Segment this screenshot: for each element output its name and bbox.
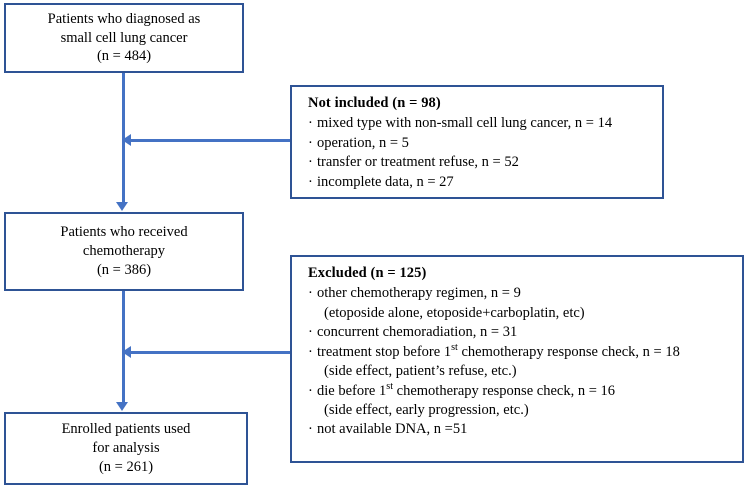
- node-chemotherapy-line1: Patients who received: [60, 224, 188, 241]
- bullet-dot-icon: ·: [308, 134, 313, 151]
- bullet-dot-icon: ·: [308, 421, 313, 438]
- bullet-dot-icon: ·: [308, 382, 313, 399]
- excluded-item-1-cont: (etoposide alone, etoposide+carboplatin,…: [324, 304, 585, 321]
- not-included-item-1: ·mixed type with non-small cell lung can…: [308, 114, 656, 133]
- node-not-included-header: Not included (n = 98): [308, 95, 441, 111]
- node-chemotherapy-line2: chemotherapy: [82, 243, 166, 260]
- connector-excluded-to-trunk: [131, 351, 291, 354]
- arrowhead-down-icon: [116, 402, 128, 411]
- node-enrolled-line1: Enrolled patients used: [61, 421, 191, 438]
- node-enrolled-count: (n = 261): [98, 458, 154, 475]
- node-not-included: Not included (n = 98) ·mixed type with n…: [290, 85, 664, 199]
- excluded-item-4-cont: (side effect, early progression, etc.): [324, 401, 529, 418]
- not-included-item-2: ·operation, n = 5: [308, 134, 656, 153]
- bullet-dot-icon: ·: [308, 115, 313, 132]
- bullet-dot-icon: ·: [308, 324, 313, 341]
- arrowhead-down-icon: [116, 202, 128, 211]
- excluded-item-2: ·concurrent chemoradiation, n = 31: [308, 323, 736, 342]
- bullet-dot-icon: ·: [308, 154, 313, 171]
- node-excluded-header: Excluded (n = 125): [308, 265, 427, 281]
- arrowhead-left-icon: [122, 134, 131, 146]
- bullet-dot-icon: ·: [308, 285, 313, 302]
- excluded-item-5: ·not available DNA, n =51: [308, 420, 736, 439]
- bullet-dot-icon: ·: [308, 343, 313, 360]
- bullet-dot-icon: ·: [308, 173, 313, 190]
- node-enrolled-line2: for analysis: [92, 440, 160, 457]
- ordinal-suffix: st: [451, 341, 458, 353]
- node-diagnosed-line1: Patients who diagnosed as: [47, 10, 201, 27]
- excluded-item-3-cont: (side effect, patient’s refuse, etc.): [324, 363, 517, 380]
- node-diagnosed-count: (n = 484): [96, 48, 152, 65]
- excluded-item-1: ·other chemotherapy regimen, n = 9: [308, 284, 736, 303]
- node-chemotherapy-count: (n = 386): [96, 261, 152, 278]
- not-included-item-4: ·incomplete data, n = 27: [308, 173, 656, 192]
- node-enrolled: Enrolled patients used for analysis (n =…: [4, 412, 248, 485]
- node-diagnosed: Patients who diagnosed as small cell lun…: [4, 3, 244, 73]
- node-diagnosed-line2: small cell lung cancer: [60, 29, 188, 46]
- not-included-item-3: ·transfer or treatment refuse, n = 52: [308, 153, 656, 172]
- excluded-item-3: ·treatment stop before 1st chemotherapy …: [308, 341, 736, 362]
- node-excluded: Excluded (n = 125) ·other chemotherapy r…: [290, 255, 744, 463]
- connector-not-included-to-trunk: [131, 139, 291, 142]
- arrowhead-left-icon: [122, 346, 131, 358]
- ordinal-suffix: st: [386, 380, 394, 392]
- excluded-item-4: ·die before 1st chemotherapy response ch…: [308, 380, 736, 401]
- node-chemotherapy: Patients who received chemotherapy (n = …: [4, 212, 244, 291]
